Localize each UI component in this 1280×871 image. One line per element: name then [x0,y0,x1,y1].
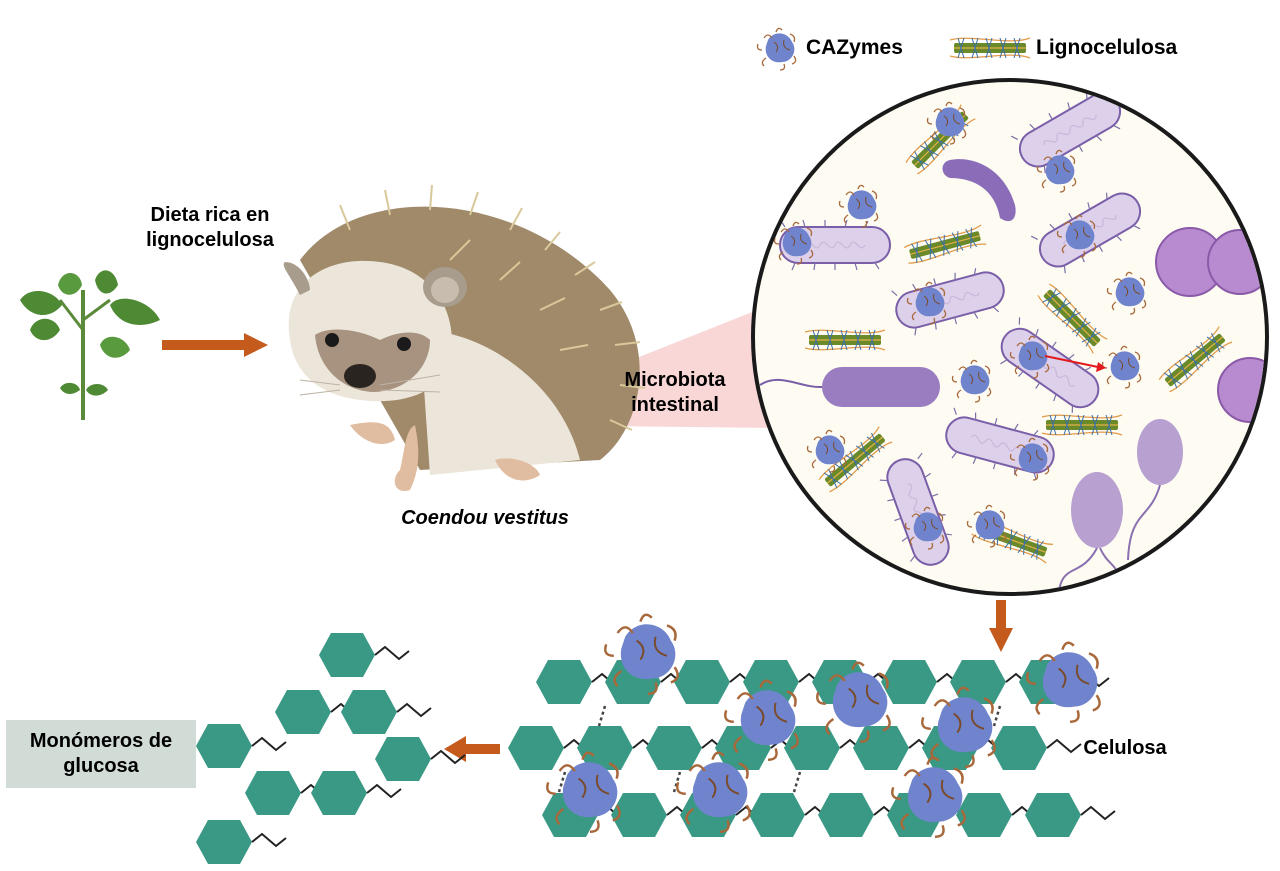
hydrogen-bond [597,705,607,727]
legend-label-cazymes: CAZymes [806,36,903,59]
glucose-hexagon [1025,793,1081,837]
microbiota-label: Microbiota intestinal [605,368,745,418]
glycosidic-bond [366,783,402,799]
cellulose-structure [508,613,1116,839]
glycosidic-bond [396,702,432,718]
hydrogen-bond [992,705,1002,727]
glucose-monomer [196,724,252,768]
glucose-hexagon [853,726,909,770]
plant-icon [20,270,160,420]
glucose-hexagon [508,726,564,770]
diet-label-line2: lignocelulosa [146,229,274,251]
glucose-monomer [341,690,397,734]
arrow-microbiota-to-cellulose [989,600,1013,652]
flagellate [1137,419,1183,485]
arrow-diet-to-animal [162,333,268,357]
microbiota-label-line2: intestinal [631,394,719,416]
bacterium-rod-dark [822,367,940,407]
flagellate [1071,472,1123,548]
glycosidic-bond [430,749,466,765]
glucose-hexagon [536,660,592,704]
microbiota-label-line1: Microbiota [624,369,726,391]
glucose-monomer [196,820,252,864]
secretion-arrow [1044,355,1106,372]
glucose-hexagon [749,793,805,837]
glycosidic-bond [1080,805,1116,821]
glucose-monomer [275,690,331,734]
diet-label: Dieta rica en lignocelulosa [120,203,300,253]
microbiota-magnified-view [751,78,1269,596]
glycosidic-bond [251,832,287,848]
species-label: Coendou vestitus [401,507,569,529]
glucose-monomer [375,737,431,781]
glucose-hexagon [646,726,702,770]
glucose-hexagon [674,660,730,704]
glycosidic-bond [374,645,410,661]
porcupine-illustration [283,184,646,491]
monomers-label-box [6,720,196,788]
monomers-label: Monómeros de glucosa [6,729,196,779]
legend-label-lignocellulose: Lignocelulosa [1036,36,1178,59]
glucose-hexagon [881,660,937,704]
glucose-hexagon [950,660,1006,704]
glycosidic-bond [251,736,287,752]
glucose-monomer [311,771,367,815]
glucose-hexagon [818,793,874,837]
glucose-monomer [319,633,375,677]
glucose-monomer [245,771,301,815]
monomers-label-line2: glucosa [63,755,139,777]
glycosidic-bond [1046,738,1082,754]
bacterium-curved [942,159,1016,222]
legend-cazyme-icon [756,27,797,71]
diet-label-line1: Dieta rica en [150,204,270,226]
arrow-cellulose-to-monomers [444,736,500,762]
legend-lignocellulose-icon [949,37,1031,59]
cellulose-label: Celulosa [1083,737,1167,759]
hydrogen-bond [792,771,802,793]
glucose-monomers [196,633,466,864]
monomers-label-line1: Monómeros de [29,730,173,752]
glucose-hexagon [991,726,1047,770]
coccus [1217,357,1265,423]
